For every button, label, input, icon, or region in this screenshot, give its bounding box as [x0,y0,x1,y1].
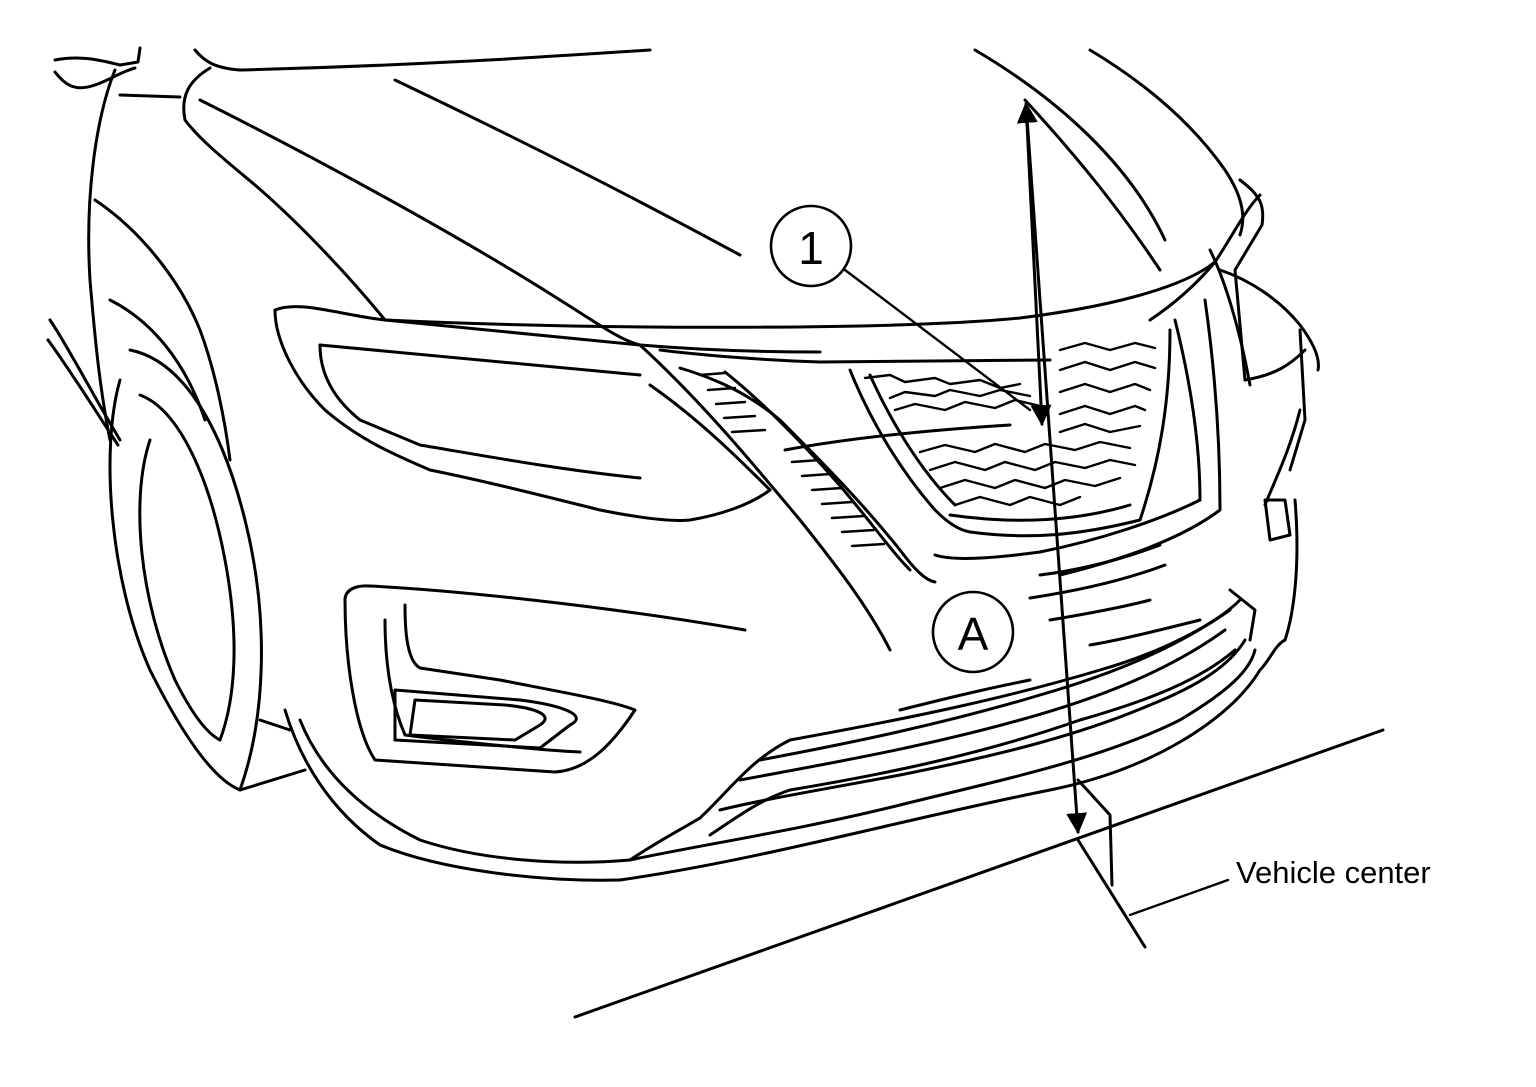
callout-a: A [931,590,1015,674]
callout-1: 1 [769,204,853,288]
hood [182,48,1262,347]
headlamp [273,305,892,652]
right-headlamp [1208,178,1320,642]
vehicle-center-label: Vehicle center [1236,855,1431,890]
measurement-line [1016,101,1088,835]
side-mirror [53,46,182,99]
front-tire [108,348,307,792]
callout-a-text: A [958,608,989,660]
front-bumper [283,543,1287,882]
ground-reference-lines [573,728,1385,1019]
leader-lines [843,268,1230,917]
callout-1-text: 1 [798,222,824,274]
front-fender [46,68,232,462]
fog-lamp [343,584,747,774]
front-grille [658,260,1222,584]
